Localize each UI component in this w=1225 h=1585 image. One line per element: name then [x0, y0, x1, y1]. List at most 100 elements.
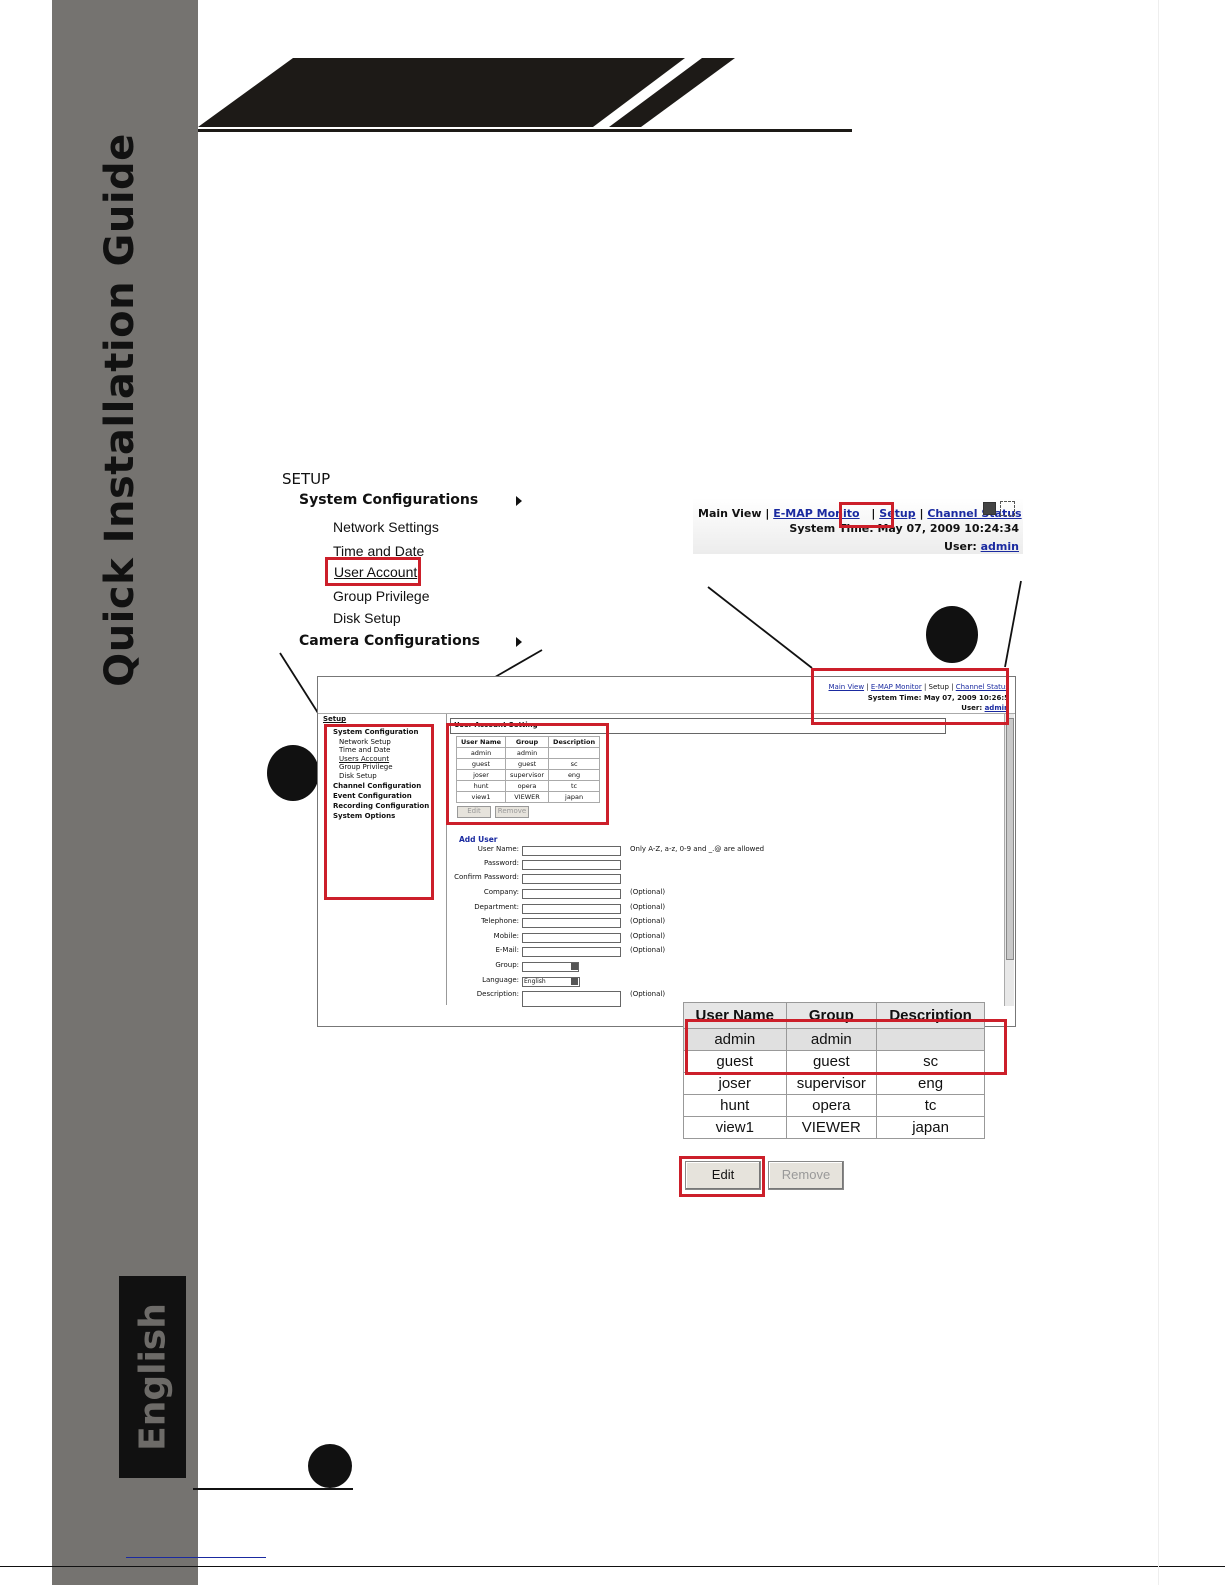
- nav-setup[interactable]: Setup: [879, 507, 916, 520]
- shot-menu-time[interactable]: Time and Date: [339, 746, 391, 754]
- label-confirm-password: Confirm Password:: [454, 873, 519, 881]
- system-time-value: May 07, 2009 10:24:34: [877, 522, 1019, 535]
- menu-item-network-settings[interactable]: Network Settings: [333, 519, 439, 535]
- input-mobile[interactable]: [522, 933, 621, 943]
- menu-camera-configurations[interactable]: Camera Configurations: [299, 633, 481, 649]
- chevron-right-icon: [516, 637, 522, 647]
- highlight-user-account: [325, 557, 421, 586]
- nav-main-view[interactable]: Main View: [698, 507, 762, 520]
- input-department[interactable]: [522, 904, 621, 914]
- label-email: E-Mail:: [495, 946, 519, 954]
- label-telephone: Telephone:: [481, 917, 519, 925]
- select-group[interactable]: [522, 962, 579, 972]
- callout-circle-2: [267, 745, 319, 801]
- scrollbar[interactable]: [1004, 714, 1014, 1006]
- fullscreen-icon[interactable]: [1000, 501, 1015, 516]
- shot-menu-title: Setup: [323, 715, 347, 723]
- highlight-table-rows: [685, 1019, 1007, 1075]
- shot-edit-button[interactable]: Edit: [457, 806, 491, 818]
- menu-item-time-and-date[interactable]: Time and Date: [333, 543, 425, 559]
- username-hint: Only A-Z, a-z, 0-9 and _.@ are allowed: [630, 845, 765, 853]
- menu-system-configurations[interactable]: System Configurations: [299, 492, 479, 508]
- optional-email: (Optional): [630, 946, 666, 954]
- logout-icon[interactable]: [983, 502, 996, 515]
- shot-menu-options[interactable]: System Options: [333, 812, 396, 820]
- header-banner: [198, 58, 852, 132]
- top-nav-zoom: Main View | E-MAP Monito | Setup | Chann…: [693, 498, 1023, 554]
- chevron-down-icon: [571, 963, 578, 970]
- chevron-right-icon: [516, 496, 522, 506]
- textarea-description[interactable]: [522, 991, 621, 1007]
- shot-nav-setup[interactable]: Setup: [928, 683, 949, 691]
- input-user-name[interactable]: [522, 846, 621, 856]
- menu-item-group-privilege[interactable]: Group Privilege: [333, 588, 430, 604]
- setup-menu-title: SETUP: [282, 470, 331, 488]
- right-margin-line: [1158, 0, 1159, 1585]
- shot-menu-users[interactable]: Users Account: [339, 755, 390, 763]
- col-user-name: User Name: [683, 1002, 787, 1029]
- menu-item-user-account[interactable]: User Account: [334, 564, 418, 580]
- label-company: Company:: [483, 888, 519, 896]
- footer-rule: [193, 1488, 353, 1490]
- label-mobile: Mobile:: [493, 932, 519, 940]
- shot-menu-network[interactable]: Network Setup: [339, 738, 391, 746]
- panel-divider: [446, 714, 447, 1005]
- highlight-left-menu: [324, 724, 434, 900]
- shot-menu-disk[interactable]: Disk Setup: [339, 772, 377, 780]
- input-telephone[interactable]: [522, 918, 621, 928]
- shot-menu-recording[interactable]: Recording Configuration: [333, 802, 430, 810]
- shot-user: User: admin: [961, 704, 1009, 712]
- screenshot-nav: Main View | E-MAP Monitor | Setup | Chan…: [828, 683, 1009, 691]
- input-company[interactable]: [522, 889, 621, 899]
- language-tab: English: [119, 1276, 186, 1478]
- label-description: Description:: [476, 990, 519, 998]
- chevron-down-icon: [571, 978, 578, 985]
- shot-remove-button[interactable]: Remove: [495, 806, 529, 818]
- add-user-title: Add User: [459, 835, 498, 844]
- edit-button[interactable]: Edit: [685, 1161, 761, 1190]
- shot-menu-group[interactable]: Group Privilege: [339, 763, 393, 771]
- select-language[interactable]: English: [522, 977, 580, 987]
- optional-mobile: (Optional): [630, 932, 666, 940]
- optional-company: (Optional): [630, 888, 666, 896]
- user-link[interactable]: admin: [980, 540, 1019, 553]
- shot-system-time: System Time: May 07, 2009 10:26:5: [867, 694, 1009, 702]
- label-group: Group:: [495, 961, 519, 969]
- menu-item-disk-setup[interactable]: Disk Setup: [333, 610, 401, 626]
- shot-menu-system-config[interactable]: System Configuration: [333, 728, 419, 736]
- bottom-link-rule: [126, 1557, 266, 1558]
- bottom-rule: [0, 1566, 1225, 1567]
- highlight-user-table: [446, 723, 609, 825]
- screenshot-header-divider: [318, 713, 1015, 714]
- label-department: Department:: [474, 903, 519, 911]
- guide-title: Quick Installation Guide: [97, 133, 143, 687]
- label-language: Language:: [482, 976, 519, 984]
- nav-channel-status[interactable]: Channel Status: [927, 507, 1022, 520]
- label-password: Password:: [483, 859, 519, 867]
- shot-nav-emap[interactable]: E-MAP Monitor: [870, 683, 922, 691]
- optional-telephone: (Optional): [630, 917, 666, 925]
- shot-menu-event[interactable]: Event Configuration: [333, 792, 412, 800]
- shot-menu-channel[interactable]: Channel Configuration: [333, 782, 422, 790]
- shot-nav-main-view[interactable]: Main View: [828, 683, 865, 691]
- highlight-top-nav: [811, 668, 1009, 725]
- input-password[interactable]: [522, 860, 621, 870]
- optional-description: (Optional): [630, 990, 666, 998]
- input-confirm-password[interactable]: [522, 874, 621, 884]
- optional-department: (Optional): [630, 903, 666, 911]
- user-label: User:: [944, 540, 977, 553]
- label-user-name: User Name:: [477, 845, 519, 853]
- remove-button[interactable]: Remove: [768, 1161, 844, 1190]
- input-email[interactable]: [522, 947, 621, 957]
- nav-emap-monitor[interactable]: E-MAP Monito: [773, 507, 860, 520]
- shot-nav-channel[interactable]: Channel Status: [955, 683, 1009, 691]
- highlight-setup-nav: [839, 502, 894, 528]
- highlight-edit-button: [679, 1156, 765, 1197]
